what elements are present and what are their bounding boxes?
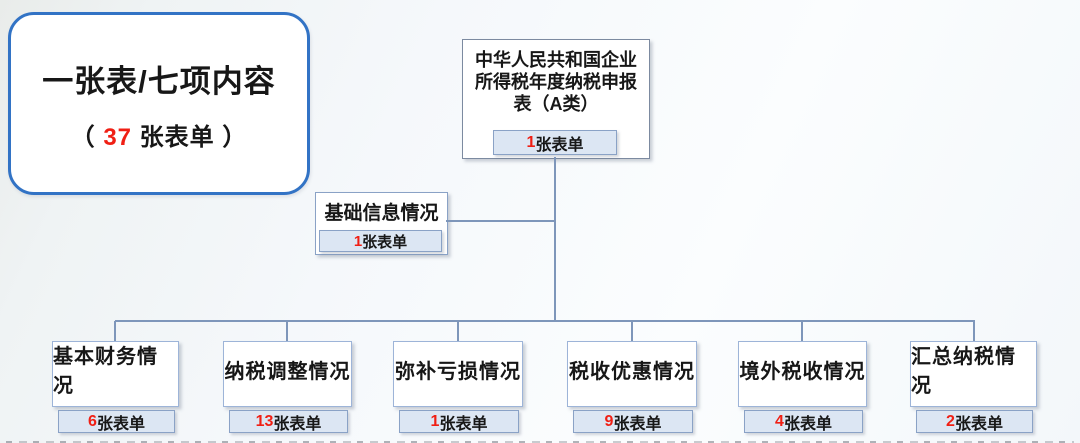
unit: 张表单 xyxy=(273,415,322,433)
cropped-text-row xyxy=(6,441,1074,443)
node-overseas-tax: 境外税收情况 xyxy=(738,341,867,407)
basic-info-label: 基础信息情况 xyxy=(324,203,439,224)
node-loss-carryover: 弥补亏损情况 xyxy=(393,341,523,407)
connector-drop-5 xyxy=(801,321,803,341)
callout-subtitle-rest: 张表单 ） xyxy=(132,123,248,151)
connector-drop-6 xyxy=(973,321,975,341)
count: 4 xyxy=(775,412,784,430)
connector-drop-4 xyxy=(631,321,633,341)
connector-main-horizontal xyxy=(115,320,975,322)
callout-subtitle: （ 37 张表单 ） xyxy=(71,117,248,152)
count: 2 xyxy=(946,412,955,430)
node-tax-adjustment: 纳税调整情况 xyxy=(223,341,352,407)
count: 6 xyxy=(88,412,97,430)
root-title: 中华人民共和国企业 所得税年度纳税申报 表（A类） xyxy=(463,49,649,115)
basic-info-count: 1 xyxy=(353,232,363,250)
callout-title: 一张表/七项内容 xyxy=(42,63,276,99)
unit: 张表单 xyxy=(954,415,1003,433)
node-basic-finance: 基本财务情况 xyxy=(52,341,179,407)
connector-root-vertical xyxy=(554,157,556,321)
summary-callout: 一张表/七项内容 （ 37 张表单 ） xyxy=(8,12,310,195)
root-form-unit: 张表单 xyxy=(535,136,584,154)
root-form-count: 1 xyxy=(526,133,536,151)
connector-drop-3 xyxy=(457,321,459,341)
connector-basic-info xyxy=(446,220,554,222)
node-tax-incentive: 税收优惠情况 xyxy=(567,341,697,407)
root-title-line2: 所得税年度纳税申报 xyxy=(475,72,637,92)
node-consolidated-tax: 汇总纳税情况 xyxy=(910,341,1037,407)
connector-drop-1 xyxy=(114,321,116,341)
unit: 张表单 xyxy=(613,415,662,433)
root-title-line1: 中华人民共和国企业 xyxy=(475,50,637,70)
callout-total-count: 37 xyxy=(103,123,133,151)
count: 13 xyxy=(255,412,274,430)
unit: 张表单 xyxy=(783,415,832,433)
connector-drop-2 xyxy=(286,321,288,341)
callout-paren-open: （ xyxy=(70,123,104,151)
root-title-line3: 表（A类） xyxy=(513,94,599,114)
basic-info-unit: 张表单 xyxy=(362,233,408,251)
count: 1 xyxy=(430,412,440,430)
unit: 张表单 xyxy=(439,415,488,433)
unit: 张表单 xyxy=(96,415,145,433)
count: 9 xyxy=(604,412,614,430)
